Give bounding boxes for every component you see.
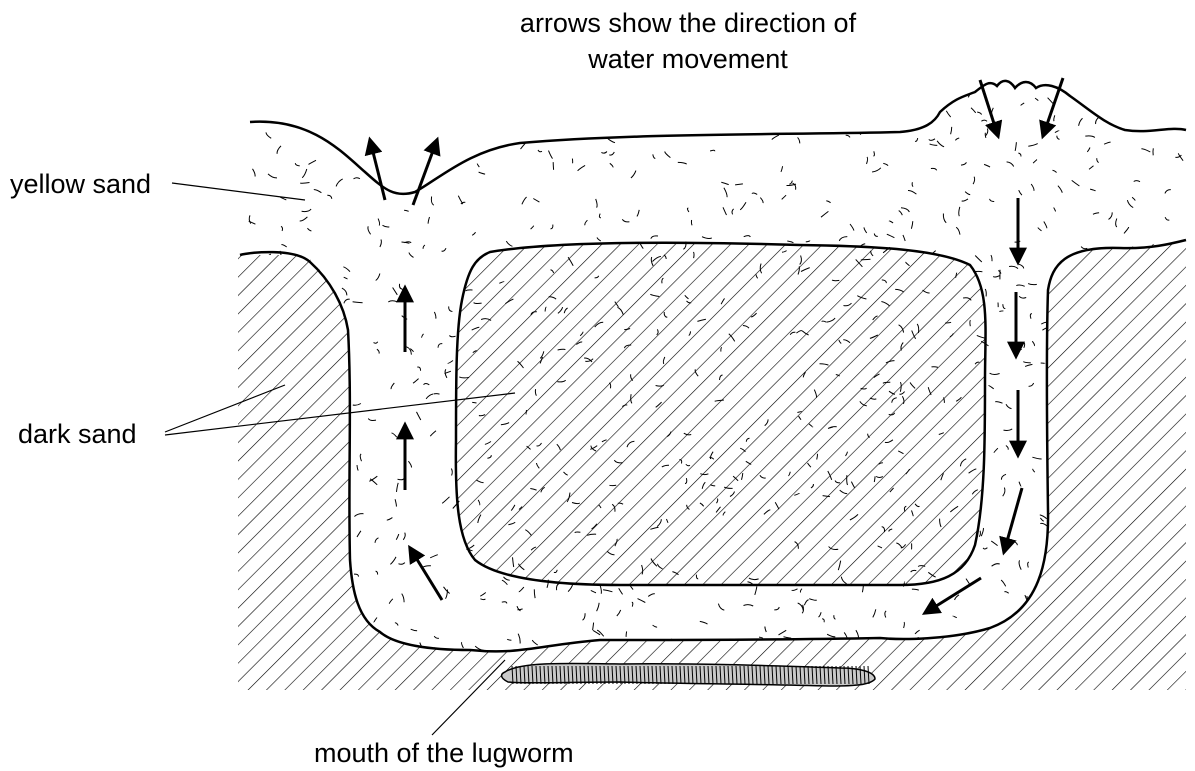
sand-speck — [905, 100, 910, 106]
sand-speck — [618, 125, 625, 132]
sand-speck — [821, 113, 828, 116]
lugworm — [502, 663, 875, 686]
sand-speck — [902, 113, 906, 120]
sand-speck — [1140, 87, 1143, 93]
sand-speck — [765, 119, 773, 121]
sand-speck — [475, 105, 479, 109]
sand-speck — [831, 101, 839, 106]
sand-speck — [703, 112, 708, 114]
sand-speck — [539, 106, 544, 113]
sand-speck — [539, 114, 546, 116]
caption-line-2: water movement — [587, 44, 788, 74]
sand-speck — [554, 135, 561, 140]
yellow-sand-label: yellow sand — [10, 169, 151, 199]
sand-speck — [434, 394, 440, 395]
caption-line-1: arrows show the direction of — [520, 8, 857, 38]
sand-speck — [417, 105, 425, 109]
sand-speck — [533, 94, 534, 104]
sand-speck — [580, 110, 582, 118]
sand-speck — [404, 140, 410, 146]
sand-speck — [563, 91, 568, 95]
sand-speck — [728, 107, 733, 109]
sand-speck — [340, 86, 348, 91]
sand-speck — [407, 180, 414, 182]
sand-speck — [729, 114, 738, 115]
sand-speck — [812, 124, 813, 133]
sand-speck — [891, 120, 895, 122]
sand-speck — [404, 140, 409, 145]
sand-speck — [1123, 122, 1128, 124]
sand-speck — [371, 99, 372, 109]
sand-speck — [413, 127, 419, 131]
sand-speck — [270, 89, 274, 93]
sand-speck — [244, 100, 247, 105]
sand-speck — [817, 88, 821, 92]
sand-speck — [356, 153, 357, 161]
sand-speck — [592, 113, 599, 115]
sand-speck — [732, 120, 733, 125]
sand-speck — [1119, 96, 1124, 97]
sand-speck — [1189, 629, 1191, 634]
sand-speck — [771, 107, 773, 112]
sand-speck — [558, 95, 563, 101]
sand-speck — [918, 114, 927, 117]
sand-speck — [453, 104, 461, 106]
sand-speck — [404, 173, 407, 177]
sand-speck — [449, 140, 455, 147]
sand-speck — [791, 97, 800, 100]
sand-speck — [432, 162, 434, 171]
sand-speck — [674, 123, 677, 130]
sand-speck — [265, 92, 271, 94]
sand-speck — [1041, 363, 1045, 364]
sand-speck — [1189, 180, 1192, 188]
sand-speck — [343, 116, 349, 120]
sand-speck — [234, 167, 241, 171]
sand-speck — [413, 172, 416, 178]
sand-speck — [827, 91, 829, 101]
dark-sand-label: dark sand — [18, 419, 137, 449]
sand-speck — [296, 92, 297, 99]
sand-speck — [555, 108, 558, 111]
dark-sand-inner-block — [456, 243, 986, 585]
sand-speck — [818, 126, 823, 129]
sand-speck — [261, 112, 265, 114]
sand-speck — [755, 94, 756, 100]
sand-speck — [815, 93, 816, 98]
sand-speck — [1162, 109, 1167, 112]
sand-speck — [778, 100, 780, 108]
sand-speck — [315, 123, 321, 129]
sand-speck — [368, 150, 369, 154]
sand-speck — [345, 111, 348, 121]
sand-speck — [701, 86, 702, 91]
sand-speck — [365, 134, 369, 142]
mouth-label: mouth of the lugworm — [314, 738, 574, 768]
sand-speck — [1115, 113, 1118, 122]
sand-speck — [452, 114, 456, 121]
sand-speck — [382, 160, 384, 169]
sand-speck — [851, 112, 852, 117]
sand-speck — [860, 116, 861, 122]
sand-speck — [398, 181, 400, 187]
sand-speck — [1072, 87, 1079, 94]
sand-speck — [256, 108, 257, 115]
sand-speck — [918, 116, 920, 120]
sand-speck — [674, 102, 680, 109]
sand-speck — [932, 86, 938, 92]
